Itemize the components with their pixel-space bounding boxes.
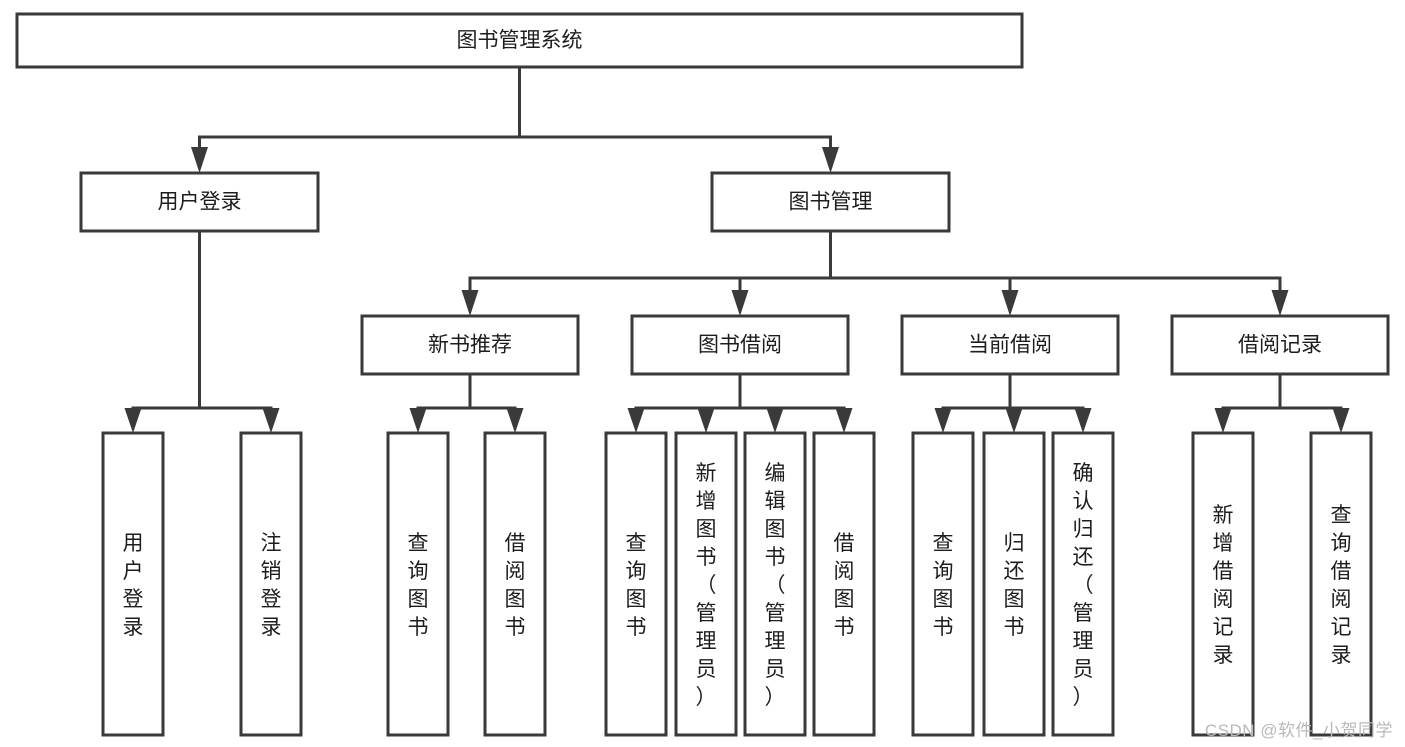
node-new-book-rec[interactable]: 新书推荐 <box>360 314 580 376</box>
node-box-leaf-return-book <box>982 431 1046 737</box>
node-box-borrow-record <box>1170 314 1390 376</box>
node-label-leaf-confirm-return-admin: 确认归还（管理员） <box>1073 462 1094 709</box>
node-label-leaf-add-book-admin: 新增图书（管理员） <box>696 462 717 709</box>
node-box-book-borrow <box>630 314 850 376</box>
node-label-leaf-edit-book-admin: 编辑图书（管理员） <box>765 462 786 709</box>
node-leaf-return-book[interactable]: 归还图书 <box>982 431 1046 737</box>
node-label-leaf-cur-query-book: 查询图书 <box>933 532 954 639</box>
node-label-leaf-query-record: 查询借阅记录 <box>1331 504 1352 667</box>
node-label-book-borrow: 图书借阅 <box>698 334 782 357</box>
node-box-leaf-logout <box>239 431 303 737</box>
node-label-current-borrow: 当前借阅 <box>968 334 1052 357</box>
node-leaf-edit-book-admin[interactable]: 编辑图书（管理员） <box>743 431 807 737</box>
node-book-manage[interactable]: 图书管理 <box>710 171 951 233</box>
node-label-leaf-rec-borrow-book: 借阅图书 <box>505 532 526 639</box>
node-user-login[interactable]: 用户登录 <box>79 171 320 233</box>
node-label-root: 图书管理系统 <box>457 29 583 52</box>
connector-current-borrow <box>934 372 1092 433</box>
node-leaf-add-record[interactable]: 新增借阅记录 <box>1191 431 1255 737</box>
node-box-leaf-borrow-book <box>812 431 876 737</box>
node-leaf-cur-query-book[interactable]: 查询图书 <box>911 431 975 737</box>
node-label-leaf-borrow-book: 借阅图书 <box>834 532 855 639</box>
node-box-leaf-borrow-query-book <box>604 431 668 737</box>
node-label-leaf-borrow-query-book: 查询图书 <box>626 532 647 639</box>
node-label-leaf-rec-query-book: 查询图书 <box>408 532 429 639</box>
node-box-leaf-confirm-return-admin <box>1051 431 1115 737</box>
node-label-leaf-return-book: 归还图书 <box>1004 532 1025 639</box>
node-box-book-manage <box>710 171 951 233</box>
node-label-borrow-record: 借阅记录 <box>1238 334 1322 357</box>
node-book-borrow[interactable]: 图书借阅 <box>630 314 850 376</box>
node-box-leaf-rec-query-book <box>386 431 450 737</box>
node-label-leaf-user-login: 用户登录 <box>123 532 144 639</box>
node-leaf-confirm-return-admin[interactable]: 确认归还（管理员） <box>1051 431 1115 737</box>
connector-borrow-record <box>1214 372 1350 433</box>
node-box-user-login <box>79 171 320 233</box>
node-borrow-record[interactable]: 借阅记录 <box>1170 314 1390 376</box>
node-leaf-rec-borrow-book[interactable]: 借阅图书 <box>483 431 547 737</box>
connector-book-manage <box>461 229 1289 316</box>
node-box-leaf-add-record <box>1191 431 1255 737</box>
node-leaf-borrow-query-book[interactable]: 查询图书 <box>604 431 668 737</box>
node-leaf-user-login[interactable]: 用户登录 <box>101 431 165 737</box>
node-current-borrow[interactable]: 当前借阅 <box>900 314 1120 376</box>
node-box-leaf-add-book-admin <box>674 431 738 737</box>
node-leaf-query-record[interactable]: 查询借阅记录 <box>1309 431 1373 737</box>
node-label-book-manage: 图书管理 <box>789 191 873 214</box>
node-label-user-login: 用户登录 <box>158 191 242 214</box>
node-leaf-borrow-book[interactable]: 借阅图书 <box>812 431 876 737</box>
node-box-current-borrow <box>900 314 1120 376</box>
connector-lines-group <box>124 65 1350 433</box>
node-box-leaf-query-record <box>1309 431 1373 737</box>
connector-book-borrow <box>627 372 853 433</box>
node-box-leaf-edit-book-admin <box>743 431 807 737</box>
connector-user-login <box>124 229 280 433</box>
node-root[interactable]: 图书管理系统 <box>15 12 1024 69</box>
node-leaf-logout[interactable]: 注销登录 <box>239 431 303 737</box>
connector-root <box>191 65 839 173</box>
node-box-new-book-rec <box>360 314 580 376</box>
node-leaf-add-book-admin[interactable]: 新增图书（管理员） <box>674 431 738 737</box>
node-leaf-rec-query-book[interactable]: 查询图书 <box>386 431 450 737</box>
node-label-leaf-logout: 注销登录 <box>261 532 282 639</box>
node-box-leaf-rec-borrow-book <box>483 431 547 737</box>
watermark-label: CSDN @软件_小贺同学 <box>1204 721 1393 740</box>
connector-new-book-rec <box>409 372 524 433</box>
node-box-root <box>15 12 1024 69</box>
nodes-group: 图书管理系统用户登录图书管理新书推荐图书借阅当前借阅借阅记录用户登录注销登录查询… <box>15 12 1390 737</box>
node-box-leaf-user-login <box>101 431 165 737</box>
node-box-leaf-cur-query-book <box>911 431 975 737</box>
node-label-leaf-add-record: 新增借阅记录 <box>1213 504 1234 667</box>
node-label-new-book-rec: 新书推荐 <box>428 334 512 357</box>
